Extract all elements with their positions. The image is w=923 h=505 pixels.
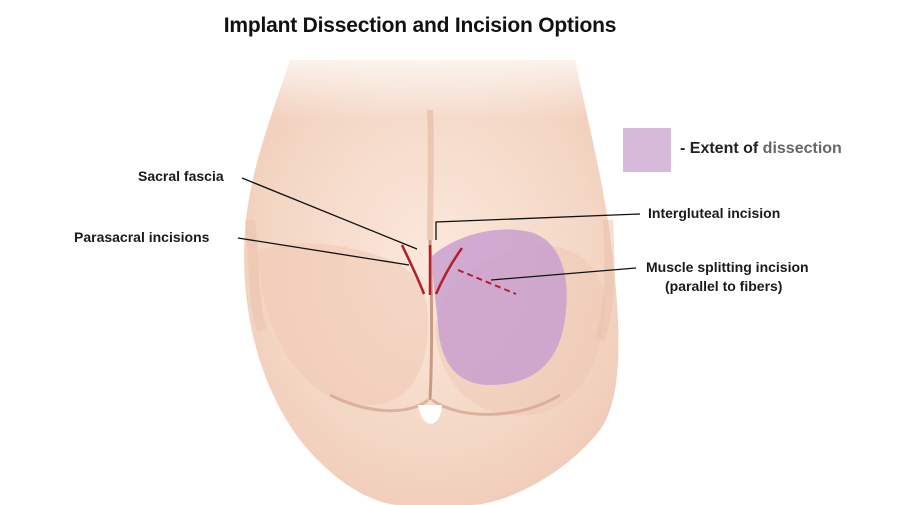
leader-sacral-fascia (241, 177, 418, 250)
label-muscle-splitting-line1: Muscle splitting incision (646, 259, 809, 275)
label-intergluteal-incision: Intergluteal incision (648, 205, 781, 221)
parasacral-incision-right (434, 247, 464, 295)
dissection-area (432, 229, 567, 385)
leader-muscle-splitting (490, 267, 637, 281)
legend-text: - Extent of dissection (680, 140, 842, 158)
diagram-title: Implant Dissection and Incision Options (223, 14, 617, 37)
leader-intergluteal-incision (435, 213, 641, 240)
label-sacral-fascia: Sacral fascia (138, 168, 224, 184)
leader-parasacral-incisions (237, 237, 410, 266)
parasacral-incision-left (400, 244, 426, 295)
legend-term: dissection (762, 140, 842, 157)
legend-swatch (623, 128, 671, 172)
label-parasacral-incisions: Parasacral incisions (74, 229, 210, 245)
legend-prefix: - Extent of (680, 140, 763, 157)
muscle-splitting-incision (457, 269, 517, 295)
label-muscle-splitting-line2: (parallel to fibers) (665, 278, 783, 294)
